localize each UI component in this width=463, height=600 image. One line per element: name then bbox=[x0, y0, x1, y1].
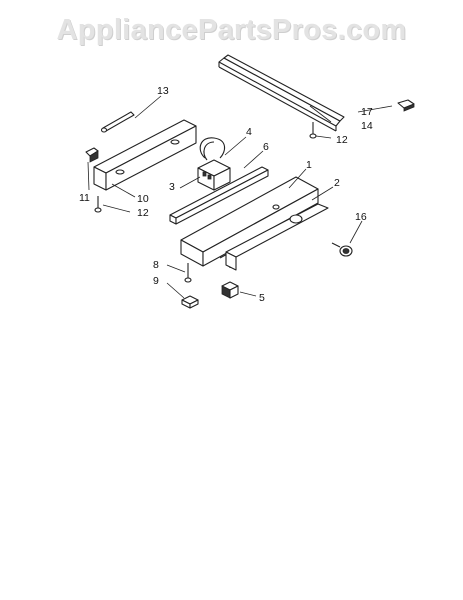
callout-11: 11 bbox=[79, 192, 90, 204]
callout-14: 14 bbox=[361, 120, 373, 132]
part-4-wire bbox=[199, 137, 226, 161]
part-8-bolt bbox=[184, 263, 192, 283]
part-9-foot bbox=[181, 295, 199, 309]
callout-12-right: 12 bbox=[336, 134, 348, 146]
callout-12-left: 12 bbox=[137, 207, 149, 219]
part-1-housing bbox=[180, 176, 319, 268]
callout-9: 9 bbox=[153, 275, 159, 287]
part-5-block bbox=[221, 281, 239, 299]
part-12-screw-right bbox=[309, 122, 317, 139]
part-3-switch bbox=[197, 159, 231, 191]
part-2-panel bbox=[225, 203, 329, 271]
callout-4: 4 bbox=[246, 126, 252, 138]
callout-labels: 13 4 6 1 2 3 10 11 12 17 14 12 16 8 9 5 bbox=[79, 85, 373, 304]
watermark-text: AppliancePartsPros.com bbox=[56, 14, 407, 46]
callout-5: 5 bbox=[259, 292, 265, 304]
callout-3: 3 bbox=[169, 181, 175, 193]
callout-6: 6 bbox=[263, 141, 269, 153]
callout-1: 1 bbox=[306, 159, 312, 171]
callout-16: 16 bbox=[355, 211, 367, 223]
callout-17: 17 bbox=[361, 106, 373, 118]
callout-2: 2 bbox=[334, 177, 340, 189]
part-17-clip bbox=[397, 99, 415, 112]
part-6-bar bbox=[169, 166, 269, 225]
callout-8: 8 bbox=[153, 259, 159, 271]
part-14-bracket bbox=[218, 54, 345, 132]
part-13-rod bbox=[100, 111, 135, 133]
callout-13: 13 bbox=[157, 85, 169, 97]
part-12-screw-left bbox=[94, 196, 102, 213]
leader-lines bbox=[87, 95, 393, 299]
part-10-bracket bbox=[93, 119, 197, 191]
part-16-knob bbox=[331, 242, 353, 257]
callout-10: 10 bbox=[137, 193, 149, 205]
part-11-clip bbox=[85, 147, 99, 163]
